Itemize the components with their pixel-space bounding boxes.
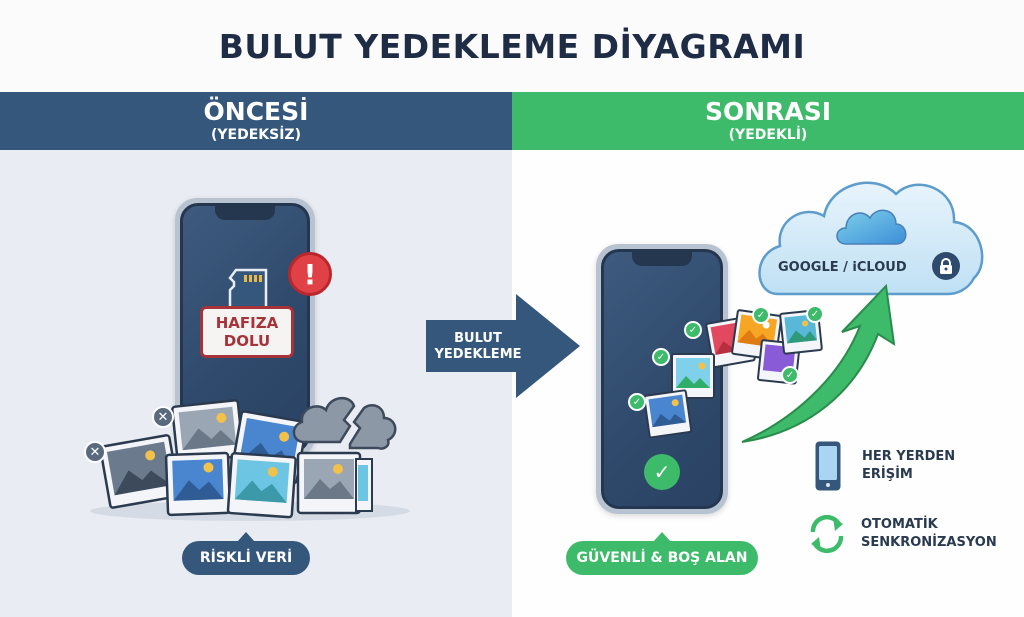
failed-x-icon: ✕ (84, 441, 106, 463)
photo-check-icon: ✓ (781, 366, 799, 384)
sync-icon (810, 514, 844, 554)
feature-line2: SENKRONİZASYON (861, 535, 997, 550)
backup-arrow-icon (426, 294, 580, 398)
photo-check-icon: ✓ (652, 348, 670, 366)
arrow-label-line1: BULUT (454, 331, 502, 346)
sd-card-icon (228, 268, 268, 318)
after-subheading: (YEDEKLİ) (728, 127, 808, 143)
photo-check-icon: ✓ (684, 321, 702, 339)
feature-line1: OTOMATİK (861, 517, 938, 532)
feature-line1: HER YERDEN (862, 449, 956, 464)
photo-pile-icon (90, 399, 410, 521)
backup-arrow-label: BULUT YEDEKLEME (428, 322, 528, 372)
cloud-provider-label: GOOGLE / iCLOUD (778, 259, 907, 275)
diagram-title: BULUT YEDEKLEME DİYAGRAMI (0, 0, 1024, 92)
warning-line2: DOLU (223, 332, 271, 350)
after-header: SONRASI (YEDEKLİ) (512, 92, 1024, 150)
before-header: ÖNCESİ (YEDEKSİZ) (0, 92, 512, 150)
cloud-storage-icon (758, 181, 984, 296)
risky-data-label: RİSKLİ VERİ (182, 541, 310, 575)
phone-icon (815, 441, 841, 491)
upload-arrow-icon (741, 283, 896, 443)
broken-cloud-icon (292, 397, 397, 450)
before-heading: ÖNCESİ (203, 97, 309, 126)
lock-icon (932, 252, 960, 280)
photo-check-icon: ✓ (628, 393, 646, 411)
feature-text: OTOMATİK SENKRONİZASYON (861, 516, 997, 552)
success-check-icon: ✓ (644, 454, 680, 490)
storage-full-warning: HAFIZA DOLU (200, 306, 294, 358)
feature-line2: ERİŞİM (862, 467, 913, 482)
feature-anywhere-access: HER YERDEN ERİŞİM (814, 440, 955, 492)
warning-line1: HAFIZA (215, 314, 279, 332)
phone-notch (632, 252, 692, 266)
before-subheading: (YEDEKSİZ) (211, 127, 301, 143)
failed-x-icon: ✕ (152, 406, 174, 428)
photo-check-icon: ✓ (752, 306, 770, 324)
feature-auto-sync: OTOMATİK SENKRONİZASYON (805, 512, 997, 556)
phone-notch (215, 206, 275, 220)
safe-storage-label: GÜVENLİ & BOŞ ALAN (566, 541, 758, 575)
feature-text: HER YERDEN ERİŞİM (862, 448, 955, 484)
arrow-label-line2: YEDEKLEME (434, 347, 522, 362)
alert-exclamation-icon: ! (288, 252, 332, 296)
photo-check-icon: ✓ (806, 305, 824, 323)
after-heading: SONRASI (704, 97, 832, 126)
